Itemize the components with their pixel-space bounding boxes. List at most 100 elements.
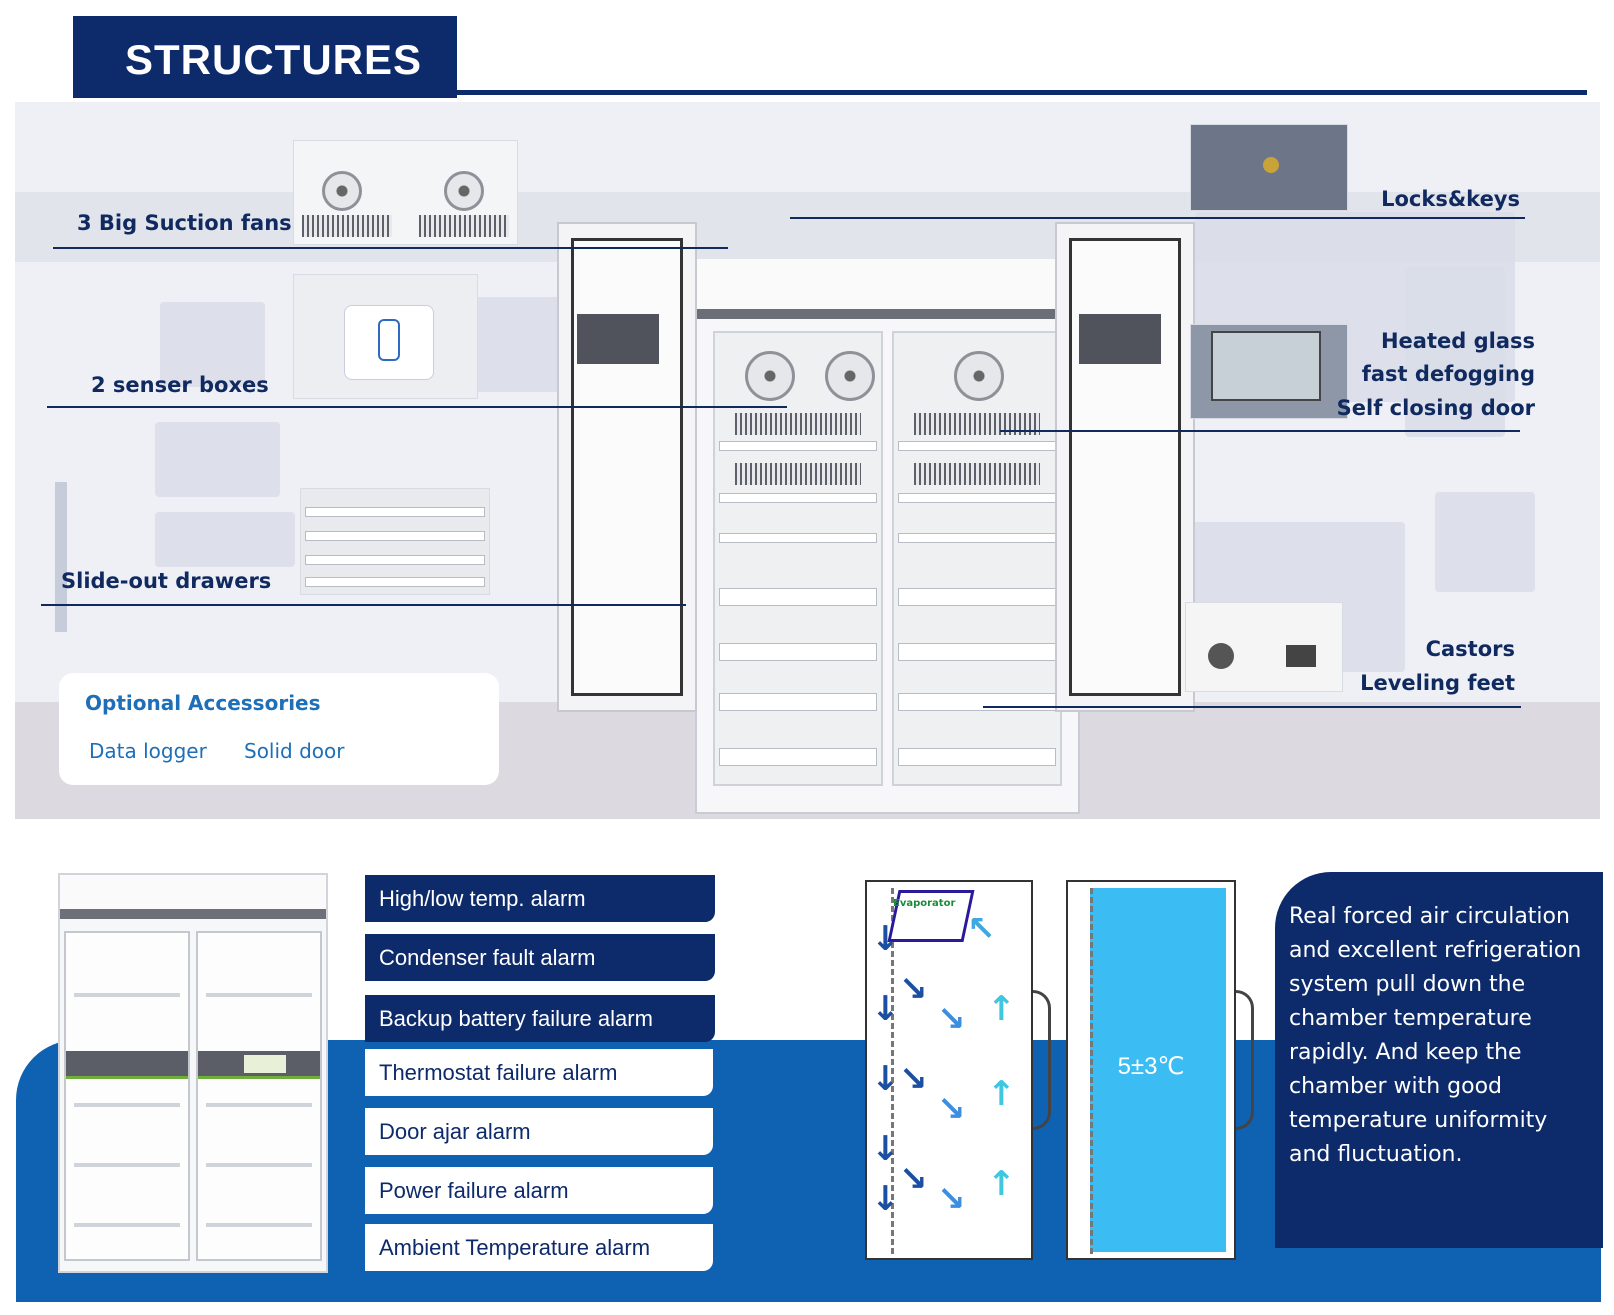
sensor-box-photo: [293, 274, 478, 399]
airflow-dash-line: [1090, 888, 1093, 1254]
drawer: [898, 588, 1056, 606]
fridge-illustration: [695, 259, 1080, 819]
fridge-left-door: [557, 222, 697, 712]
description-text: Real forced air circulation and excellen…: [1289, 904, 1582, 1167]
optional-accessories-card: Optional Accessories Data logger Solid d…: [59, 673, 499, 785]
vent-grille: [914, 413, 1040, 435]
shelf: [719, 441, 877, 451]
arrow-down-icon: ↓: [871, 989, 900, 1029]
shelf: [74, 1223, 180, 1227]
callout-glass-3: Self closing door: [1336, 396, 1535, 420]
drawer: [898, 693, 1056, 711]
background-monitor: [160, 302, 265, 387]
leader-line: [1000, 430, 1520, 432]
title-rule: [457, 90, 1587, 95]
arrow-up-left-icon: ↖: [967, 909, 996, 949]
drawer: [305, 531, 485, 541]
arrow-down-icon: ↓: [871, 1179, 900, 1219]
background-chair: [1435, 492, 1535, 592]
shelf: [898, 533, 1056, 543]
shelf: [898, 493, 1056, 503]
door-handle-band: [66, 1051, 188, 1079]
lock-photo: [1190, 124, 1348, 211]
fan-icon: [825, 351, 875, 401]
door-handle: [577, 314, 659, 364]
callout-glass-1: Heated glass: [1380, 329, 1535, 353]
shelf: [74, 1163, 180, 1167]
leader-line: [790, 217, 1525, 219]
drawer: [719, 588, 877, 606]
fridge-left-chamber: [713, 331, 883, 786]
optional-accessories-title: Optional Accessories: [85, 691, 321, 715]
callout-castors-2: Leveling feet: [1360, 671, 1515, 695]
alarm-ambient-temperature: Ambient Temperature alarm: [365, 1224, 713, 1271]
fans-detail-photo: [293, 140, 518, 245]
cold-chamber: [1090, 888, 1226, 1252]
shelf: [74, 1103, 180, 1107]
fan-icon: [745, 351, 795, 401]
drawers-photo: [300, 488, 490, 595]
arrow-right-icon: ↘: [937, 1089, 966, 1129]
alarm-high-low-temp: High/low temp. alarm: [365, 875, 715, 922]
evaporator-label: Evaporator: [893, 898, 956, 909]
door-glass: [1069, 238, 1181, 696]
alarm-power-failure: Power failure alarm: [365, 1167, 713, 1214]
arrow-up-icon: ↑: [987, 989, 1016, 1029]
fridge-left-door: [64, 931, 190, 1261]
callout-locks: Locks&keys: [1381, 187, 1520, 211]
arrow-right-icon: ↘: [937, 999, 966, 1039]
callout-drawers: Slide-out drawers: [61, 569, 272, 593]
fan-icon: [322, 171, 362, 211]
fridge-front-photo: [58, 873, 328, 1273]
glass-door-photo: [1190, 324, 1348, 419]
castor-wheel-icon: [1208, 643, 1234, 669]
temperature-diagram: 5±3℃: [1066, 880, 1236, 1260]
vent-grille: [735, 463, 861, 485]
background-chart: [1405, 267, 1505, 437]
accessory-solid-door: Solid door: [244, 739, 345, 763]
structures-scene: 3 Big Suction fans 2 senser boxes Slide-…: [15, 102, 1600, 819]
door-handle-icon: [1236, 990, 1254, 1130]
drawer: [305, 555, 485, 565]
arrow-curve-icon: ↘: [899, 1159, 928, 1199]
callout-sensors: 2 senser boxes: [91, 373, 269, 397]
description-box: Real forced air circulation and excellen…: [1275, 872, 1603, 1248]
arrow-curve-icon: ↘: [899, 969, 928, 1009]
display-panel: [244, 1055, 286, 1073]
door-handle: [1079, 314, 1161, 364]
arrow-down-icon: ↓: [871, 919, 900, 959]
shelf: [719, 533, 877, 543]
background-device: [155, 422, 280, 497]
arrow-curve-icon: ↘: [899, 1059, 928, 1099]
arrow-up-icon: ↑: [987, 1074, 1016, 1114]
alarm-backup-battery: Backup battery failure alarm: [365, 995, 715, 1042]
shelf: [206, 993, 312, 997]
drawer: [305, 507, 485, 517]
shelf: [898, 441, 1056, 451]
leveling-foot-icon: [1286, 645, 1316, 667]
vent-grille: [302, 215, 392, 237]
chamber-temperature: 5±3℃: [1117, 1053, 1185, 1080]
vent-grille: [914, 463, 1040, 485]
drawer: [898, 643, 1056, 661]
fridge-right-chamber: [892, 331, 1062, 786]
drawer: [719, 643, 877, 661]
leader-line: [41, 604, 686, 606]
fridge-top-panel: [60, 875, 326, 919]
background-keyboard: [155, 512, 295, 567]
arrow-right-icon: ↘: [937, 1179, 966, 1219]
fridge-top-panel: [695, 259, 1080, 319]
drawer: [898, 748, 1056, 766]
callout-glass-2: fast defogging: [1361, 362, 1535, 386]
vent-grille: [735, 413, 861, 435]
vent-grille: [419, 215, 509, 237]
fan-icon: [954, 351, 1004, 401]
drawer: [719, 748, 877, 766]
heated-glass: [1211, 331, 1321, 401]
drawer: [305, 577, 485, 587]
door-handle-icon: [1033, 990, 1051, 1130]
fridge-right-door: [196, 931, 322, 1261]
background-chair-left: [55, 482, 67, 632]
shelf: [206, 1223, 312, 1227]
fan-icon: [444, 171, 484, 211]
